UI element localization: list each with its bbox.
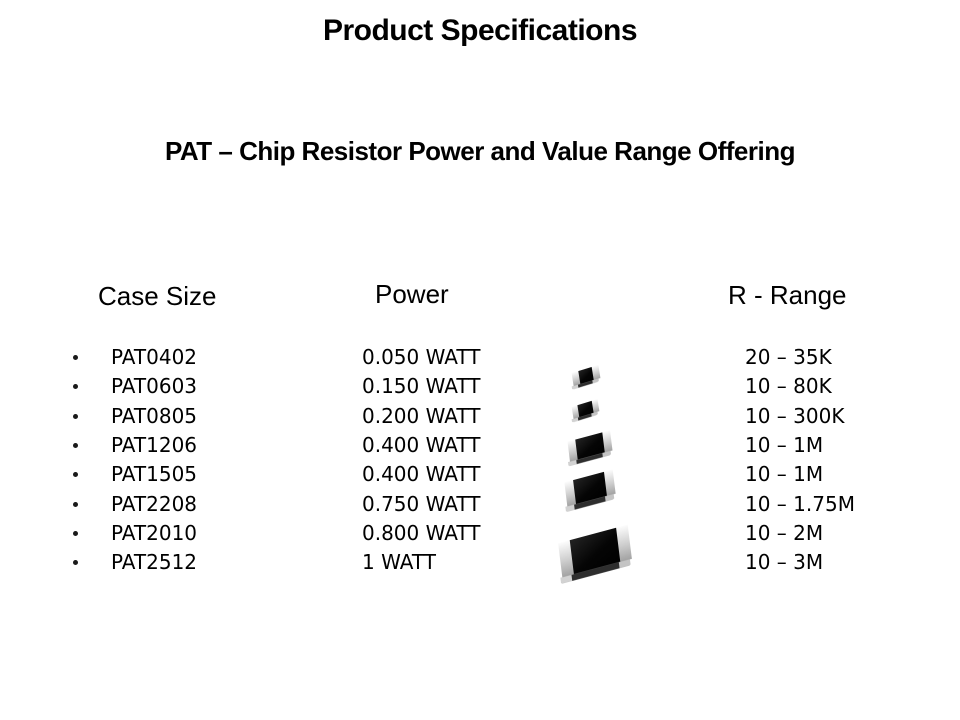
table-row: PAT1206 0.400 WATT 10 – 1M [0,431,960,460]
bullet-icon [73,413,78,419]
r-range-value: 10 – 1M [745,462,824,487]
case-size-value: PAT2208 [111,491,198,516]
bullet-icon [73,442,78,448]
table-row: PAT2208 0.750 WATT 10 – 1.75M [0,490,960,519]
page-title: Product Specifications [322,14,638,47]
power-value: 0.750 WATT [362,491,481,516]
r-range-value: 10 – 80K [745,374,832,399]
table-row: PAT0603 0.150 WATT 10 – 80K [0,372,960,401]
header-case-size: Case Size [98,281,217,311]
case-size-value: PAT0603 [111,374,198,399]
case-size-value: PAT1505 [111,462,198,487]
case-size-value: PAT2010 [111,520,198,545]
table-row: PAT2512 1 WATT 10 – 3M [0,548,960,577]
header-power: Power [375,279,449,309]
r-range-value: 20 – 35K [745,345,832,369]
power-value: 1 WATT [362,550,436,575]
spec-table: PAT0402 0.050 WATT 20 – 35K PAT0603 0.15… [0,343,960,578]
power-value: 0.150 WATT [362,374,481,399]
case-size-value: PAT2512 [111,550,198,575]
bullet-icon [73,355,78,360]
r-range-value: 10 – 1M [745,432,824,457]
power-value: 0.400 WATT [362,462,481,487]
r-range-value: 10 – 1.75M [745,491,855,516]
bullet-icon [73,472,78,478]
power-value: 0.800 WATT [362,520,481,545]
table-row: PAT1505 0.400 WATT 10 – 1M [0,460,960,489]
r-range-value: 10 – 2M [745,520,824,545]
power-value: 0.400 WATT [362,432,481,457]
page-subtitle: PAT – Chip Resistor Power and Value Rang… [165,136,795,166]
case-size-value: PAT1206 [111,432,198,457]
table-row: PAT2010 0.800 WATT 10 – 2M [0,519,960,548]
bullet-icon [73,384,78,390]
bullet-icon [73,560,78,566]
table-header-row: Case Size Power R - Range [0,279,960,311]
power-value: 0.050 WATT [362,345,481,369]
table-row: PAT0402 0.050 WATT 20 – 35K [0,343,960,372]
power-value: 0.200 WATT [362,403,481,428]
case-size-value: PAT0402 [111,345,198,369]
r-range-value: 10 – 3M [745,550,824,575]
bullet-icon [73,501,78,507]
header-r-range: R - Range [728,280,847,310]
bullet-icon [73,530,78,536]
r-range-value: 10 – 300K [745,403,845,428]
table-row: PAT0805 0.200 WATT 10 – 300K [0,402,960,431]
case-size-value: PAT0805 [111,403,198,428]
